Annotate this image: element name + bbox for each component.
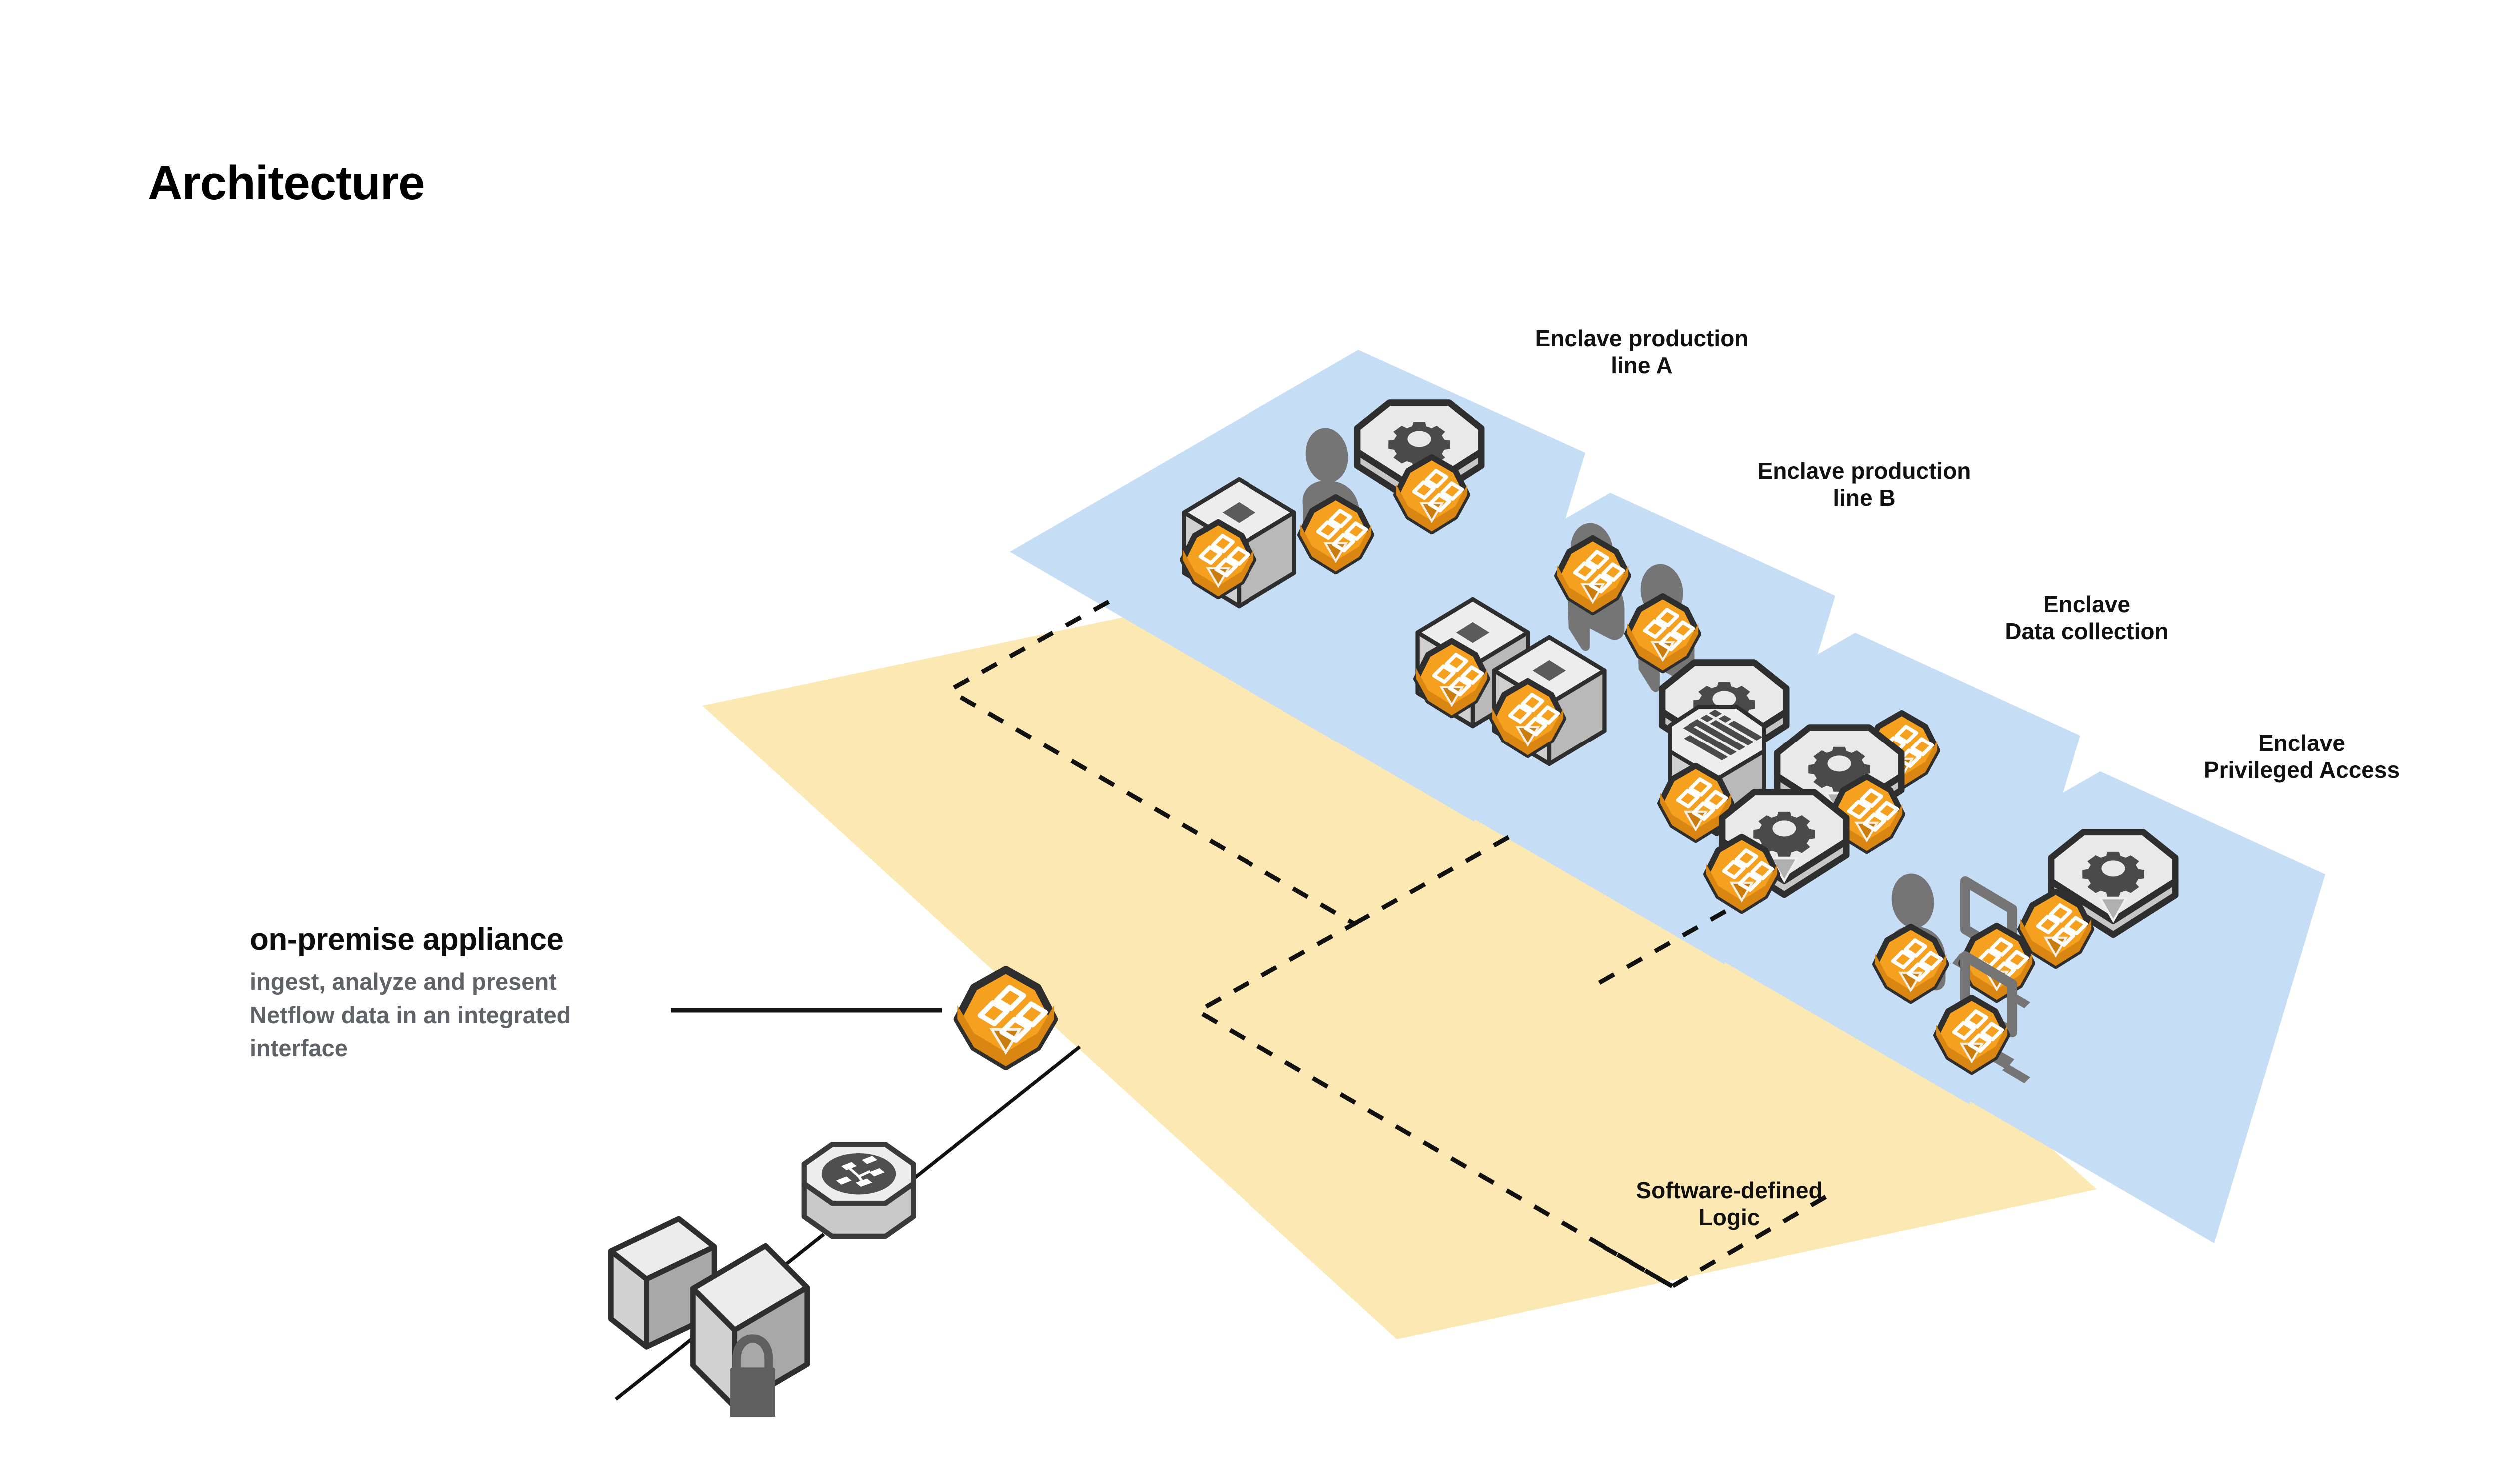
on-premise-appliance-callout: on-premise appliance ingest, analyze and… bbox=[250, 922, 665, 1065]
enclave-label-privileged-access: Enclave Privileged Access bbox=[2203, 730, 2400, 783]
dashed-connection-path bbox=[950, 600, 1828, 1289]
enclave-label-production-line-b: Enclave production line B bbox=[1757, 458, 1971, 511]
software-defined-logic-label: Software-defined Logic bbox=[1636, 1177, 1823, 1231]
enclave-label-data-collection: Enclave Data collection bbox=[2005, 591, 2169, 645]
appliance-router-link bbox=[896, 1045, 1081, 1193]
callout-title: on-premise appliance bbox=[250, 922, 564, 957]
callout-body: ingest, analyze and present Netflow data… bbox=[250, 968, 571, 1062]
enclave-panel-privileged-access[interactable] bbox=[1749, 771, 2325, 1243]
software-defined-logic-plane[interactable] bbox=[702, 560, 2097, 1339]
router-icon[interactable] bbox=[804, 1144, 914, 1236]
enclave-label-production-line-a: Enclave production line A bbox=[1535, 325, 1749, 379]
page-title: Architecture bbox=[148, 156, 425, 210]
